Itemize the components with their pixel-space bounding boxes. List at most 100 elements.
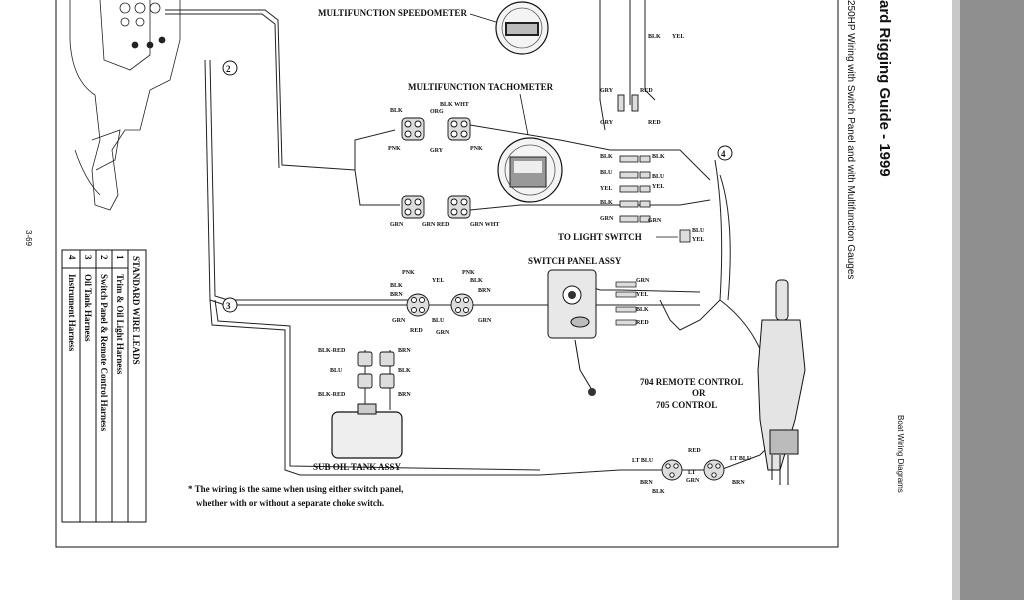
speedometer-gauge [495, 1, 549, 55]
wiring-harness [165, 0, 776, 476]
wire-label: RED [640, 88, 653, 94]
wire-label: GRN [600, 216, 614, 222]
wire-label: BLK [600, 200, 613, 206]
wire-label: RED [688, 448, 701, 454]
legend-row-label: Oil Tank Harness [83, 274, 93, 342]
legend-row-num: 1 [115, 255, 125, 260]
speedometer-label: MULTIFUNCTION SPEEDOMETER [318, 8, 467, 18]
callout-circle [222, 60, 238, 76]
wire-label: PNK [388, 146, 401, 152]
wire-label: BRN [398, 348, 411, 354]
wire-label: BLK [648, 34, 661, 40]
wiring-note-line-1: * The wiring is the same when using eith… [188, 484, 403, 494]
remote-control-label-2: 705 CONTROL [656, 400, 717, 410]
wire-label: GRN WHT [470, 222, 499, 228]
wire-label: PNK [402, 270, 415, 276]
wire-label: YEL [432, 278, 444, 284]
page-spine [958, 0, 1024, 600]
wire-label: GRN [392, 318, 406, 324]
legend-row-label: Switch Panel & Remote Control Harness [99, 274, 109, 432]
wire-label: LT BLU [632, 458, 654, 464]
page-title: ard Rigging Guide - 1999 [876, 0, 893, 177]
wire-label: BLK-RED [318, 392, 346, 398]
wire-label: YEL [692, 237, 704, 243]
wire-label: GRN [390, 222, 404, 228]
switch-panel-plugs [615, 281, 637, 326]
wire-label: RED [410, 328, 423, 334]
legend-row-num: 3 [83, 255, 93, 260]
wire-label: RED [636, 320, 649, 326]
legend-header: STANDARD WIRE LEADS [131, 256, 141, 365]
wiring-note-line-2: whether with or without a separate choke… [196, 498, 384, 508]
wire-label: GRN [686, 478, 700, 484]
sub-oil-tank-label: SUB OIL TANK ASSY [313, 462, 401, 472]
wire-label: BLK [390, 283, 403, 289]
page-number: 3-69 [24, 230, 33, 247]
legend-row-num: 2 [99, 255, 109, 260]
wire-label: BLK [652, 489, 665, 495]
wire-label: GRN RED [422, 222, 450, 228]
legend-row-label: Trim & Oil Light Harness [115, 274, 125, 375]
oil-tank-connectors [357, 351, 395, 389]
callout-number: 4 [721, 149, 726, 159]
switch-panel-label: SWITCH PANEL ASSY [528, 256, 622, 266]
wire-label: BLK-RED [318, 348, 346, 354]
legend-row-num: 4 [67, 255, 77, 260]
tachometer-label: MULTIFUNCTION TACHOMETER [408, 82, 554, 92]
wire-label: ORG [430, 109, 444, 115]
wire-label: RED [648, 120, 661, 126]
wire-label: BRN [478, 288, 491, 294]
standard-wire-leads-table: STANDARD WIRE LEADS 1 Trim & Oil Light H… [61, 249, 147, 523]
wire-label: LT BLU [730, 456, 752, 462]
page-subtitle: 250HP Wiring with Switch Panel and with … [845, 0, 856, 279]
legend-row-label: Instrument Harness [67, 274, 77, 352]
outboard-engine-drawing [69, 0, 181, 211]
wire-label: GRN [478, 318, 492, 324]
wire-label: BLK [390, 108, 403, 114]
wire-label: LT [688, 470, 695, 476]
wire-label: BLU [692, 228, 705, 234]
wire-label: BLU [432, 318, 445, 324]
callout-number: 2 [226, 64, 231, 74]
callout-number: 3 [226, 301, 231, 311]
tachometer-gauge [497, 137, 563, 203]
switch-harness-connectors [406, 293, 474, 317]
wire-label: GRN [636, 278, 650, 284]
wire-label: GRY [600, 120, 614, 126]
wire-label: PNK [462, 270, 475, 276]
wire-label: BLU [600, 170, 613, 176]
wire-label: BRN [640, 480, 653, 486]
callout-circle [717, 145, 733, 161]
page-spine-edge [952, 0, 960, 600]
wire-label: YEL [600, 186, 612, 192]
wire-label: YEL [636, 292, 648, 298]
wire-label: BLU [330, 368, 343, 374]
switch-panel-drawing [547, 269, 597, 396]
instrument-harness-connectors [619, 155, 651, 223]
wire-label: BLK [470, 278, 483, 284]
wire-label: BLK [636, 307, 649, 313]
remote-control-drawing [757, 279, 806, 485]
tach-connectors [401, 94, 639, 219]
wire-label: GRY [600, 88, 614, 94]
wire-label: YEL [672, 34, 684, 40]
wire-label: BLK [600, 154, 613, 160]
page-frame [55, 0, 839, 548]
wire-label: BLK [652, 154, 665, 160]
wire-label: GRN [436, 330, 450, 336]
wire-label: BRN [398, 392, 411, 398]
wire-label: BRN [390, 292, 403, 298]
remote-control-or: OR [692, 388, 706, 398]
wire-label: BLK [398, 368, 411, 374]
section-label: Boat Wiring Diagrams [896, 415, 905, 493]
callout-circle [222, 297, 238, 313]
remote-control-label: 704 REMOTE CONTROL [640, 377, 744, 387]
wire-label: BLU [652, 174, 665, 180]
wire-label: PNK [470, 146, 483, 152]
remote-connectors [661, 459, 725, 481]
wire-label: GRY [430, 148, 444, 154]
wire-label: BLK WHT [440, 102, 469, 108]
wire-label: GRN [648, 218, 662, 224]
